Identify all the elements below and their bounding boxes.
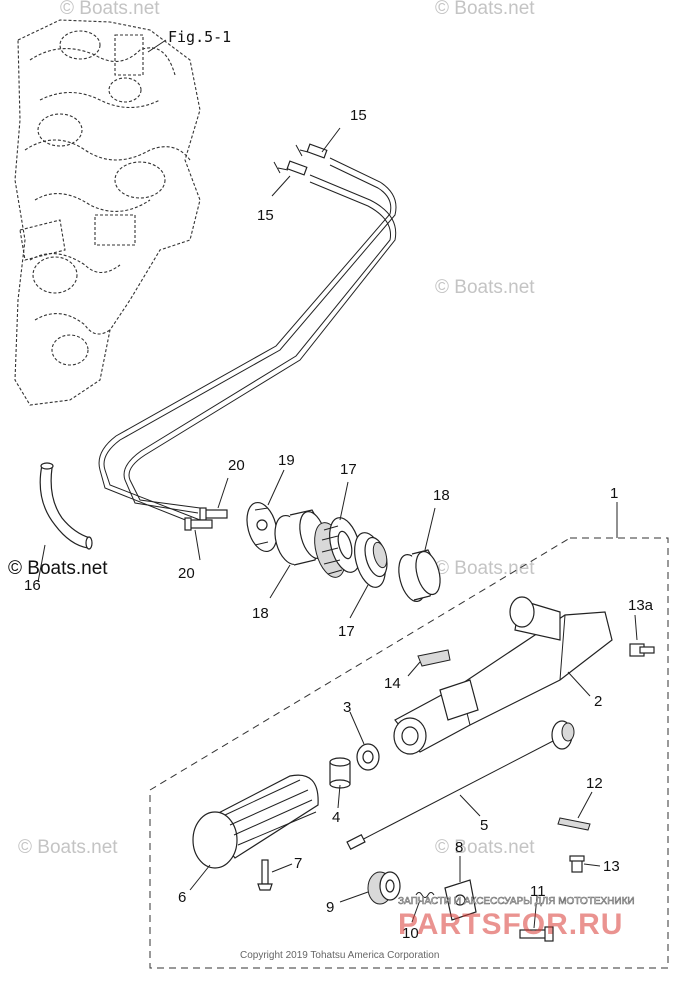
label-14	[417, 649, 451, 667]
callout-7: 7	[294, 855, 302, 872]
knob-9	[367, 871, 401, 905]
watermark-bottom-right: © Boats.net	[435, 837, 535, 858]
shaft-5	[346, 720, 575, 851]
watermark-mid-right: © Boats.net	[435, 277, 535, 298]
tiller-handle-2	[393, 596, 613, 755]
spring-10	[415, 892, 435, 898]
watermark-top: © Boats.net	[60, 0, 160, 19]
callout-3: 3	[343, 699, 351, 716]
callout-20-top: 20	[228, 457, 245, 474]
watermark-bottom-left: © Boats.net	[18, 837, 118, 858]
callout-4: 4	[332, 809, 340, 826]
callout-18-right: 18	[433, 487, 450, 504]
callout-9: 9	[326, 899, 334, 916]
hose	[39, 462, 93, 550]
bolts-20	[184, 507, 228, 531]
bushing-4	[329, 757, 351, 789]
callout-8: 8	[455, 839, 463, 856]
bolt-11	[519, 926, 554, 942]
callout-20-bottom: 20	[178, 565, 195, 582]
collar-18-right	[398, 549, 441, 602]
callout-16: 16	[24, 577, 41, 594]
callout-1: 1	[610, 485, 618, 502]
bracket-8	[444, 879, 477, 921]
engine-reference-outline	[14, 19, 201, 406]
callout-15-top: 15	[350, 107, 367, 124]
callout-17-bottom: 17	[338, 623, 355, 640]
callout-17-top: 17	[340, 461, 357, 478]
callout-11: 11	[530, 883, 546, 900]
brand-logo: PARTSFOR.RU	[398, 908, 623, 941]
gear-17-right	[354, 532, 388, 588]
screw-13a	[629, 643, 655, 657]
watermark-right: © Boats.net	[435, 558, 535, 579]
ring-3	[356, 743, 380, 771]
callout-5: 5	[480, 817, 488, 834]
callout-18-left: 18	[252, 605, 269, 622]
gear-17-left	[314, 517, 361, 578]
cable-plate-19	[246, 501, 278, 553]
callout-10: 10	[402, 925, 419, 942]
callout-2: 2	[594, 693, 602, 710]
callout-19: 19	[278, 452, 295, 469]
throttle-cables	[98, 143, 397, 526]
watermark-dark: © Boats.net	[8, 558, 108, 579]
grip-6	[192, 774, 319, 869]
copyright-notice: Copyright 2019 Tohatsu America Corporati…	[240, 950, 439, 961]
collar-18-left	[274, 509, 327, 566]
brand-tagline: ЗАПЧАСТИ И АКСЕССУАРЫ ДЛЯ МОТОТЕХНИКИ	[398, 896, 635, 907]
callout-12: 12	[586, 775, 603, 792]
callout-13a: 13a	[628, 597, 654, 614]
figure-reference: Fig.5-1	[168, 28, 231, 46]
callout-15-bottom: 15	[257, 207, 274, 224]
callout-13: 13	[603, 858, 620, 875]
assembly-boundary	[149, 537, 669, 969]
watermark-top-right: © Boats.net	[435, 0, 535, 19]
screw-13	[569, 855, 585, 873]
key-12	[557, 817, 591, 831]
screw-7	[257, 859, 273, 891]
callout-leaders	[37, 127, 638, 929]
callout-14: 14	[384, 675, 401, 692]
callout-6: 6	[178, 889, 186, 906]
figure-reference-leader	[147, 39, 167, 53]
